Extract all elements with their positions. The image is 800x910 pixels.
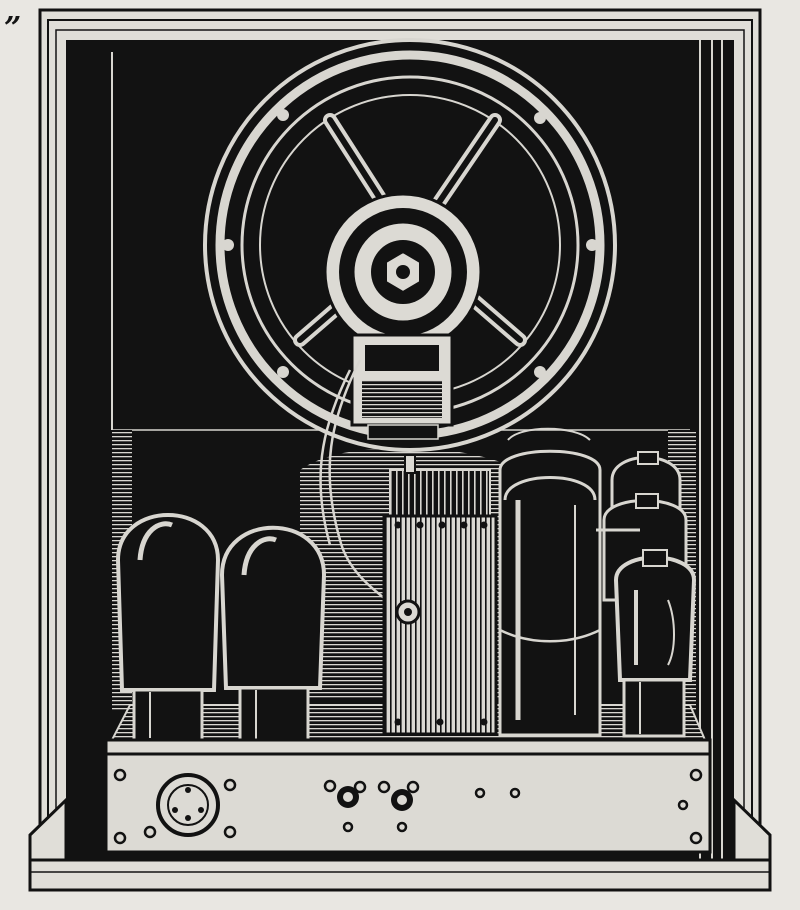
cabinet-feet bbox=[28, 796, 772, 892]
power-transformer bbox=[382, 454, 498, 736]
filter-capacitors bbox=[498, 427, 602, 737]
tube-left-1 bbox=[115, 513, 221, 742]
tube-left-2 bbox=[219, 525, 327, 745]
loudspeaker bbox=[203, 38, 617, 452]
quotation-mark: ” bbox=[4, 11, 22, 46]
tube-right-front bbox=[613, 549, 697, 738]
chassis-front-apron bbox=[104, 738, 712, 854]
